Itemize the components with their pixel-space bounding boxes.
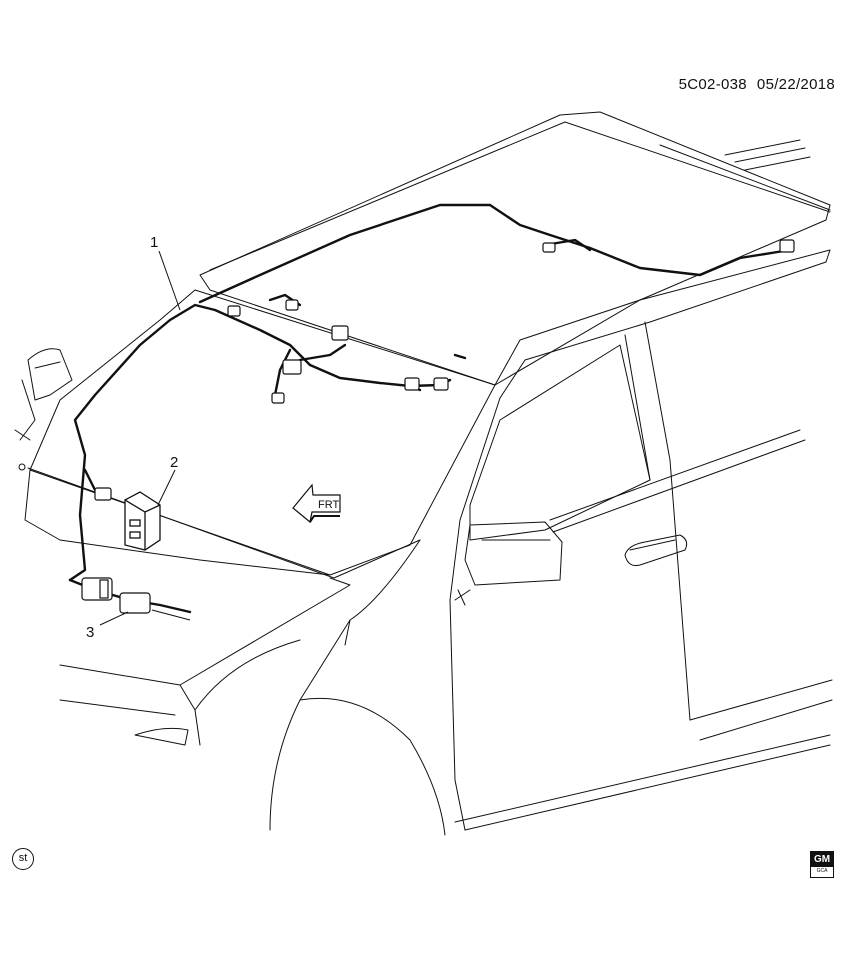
direction-arrow-label: FRT bbox=[318, 499, 339, 511]
diagram-date: 05/22/2018 bbox=[756, 76, 835, 93]
vehicle-body-outline bbox=[14, 111, 833, 836]
callout-leaders bbox=[99, 250, 191, 626]
diagram-code: 5C02-038 bbox=[678, 76, 747, 93]
direction-arrow: FRT bbox=[292, 483, 341, 524]
callout-1: 1 bbox=[150, 234, 158, 251]
callout-2: 2 bbox=[170, 454, 178, 471]
gm-logo-bottom: GCA bbox=[816, 868, 828, 874]
gm-logo: GM GCA bbox=[810, 851, 834, 878]
st-symbol: st bbox=[12, 848, 34, 870]
harness-connectors bbox=[81, 239, 795, 614]
diagram-reference: 5C02-038 05/22/2018 bbox=[679, 76, 835, 93]
callout-3: 3 bbox=[86, 624, 94, 641]
gm-logo-top: GM bbox=[811, 852, 833, 867]
module-item-2 bbox=[124, 491, 161, 551]
